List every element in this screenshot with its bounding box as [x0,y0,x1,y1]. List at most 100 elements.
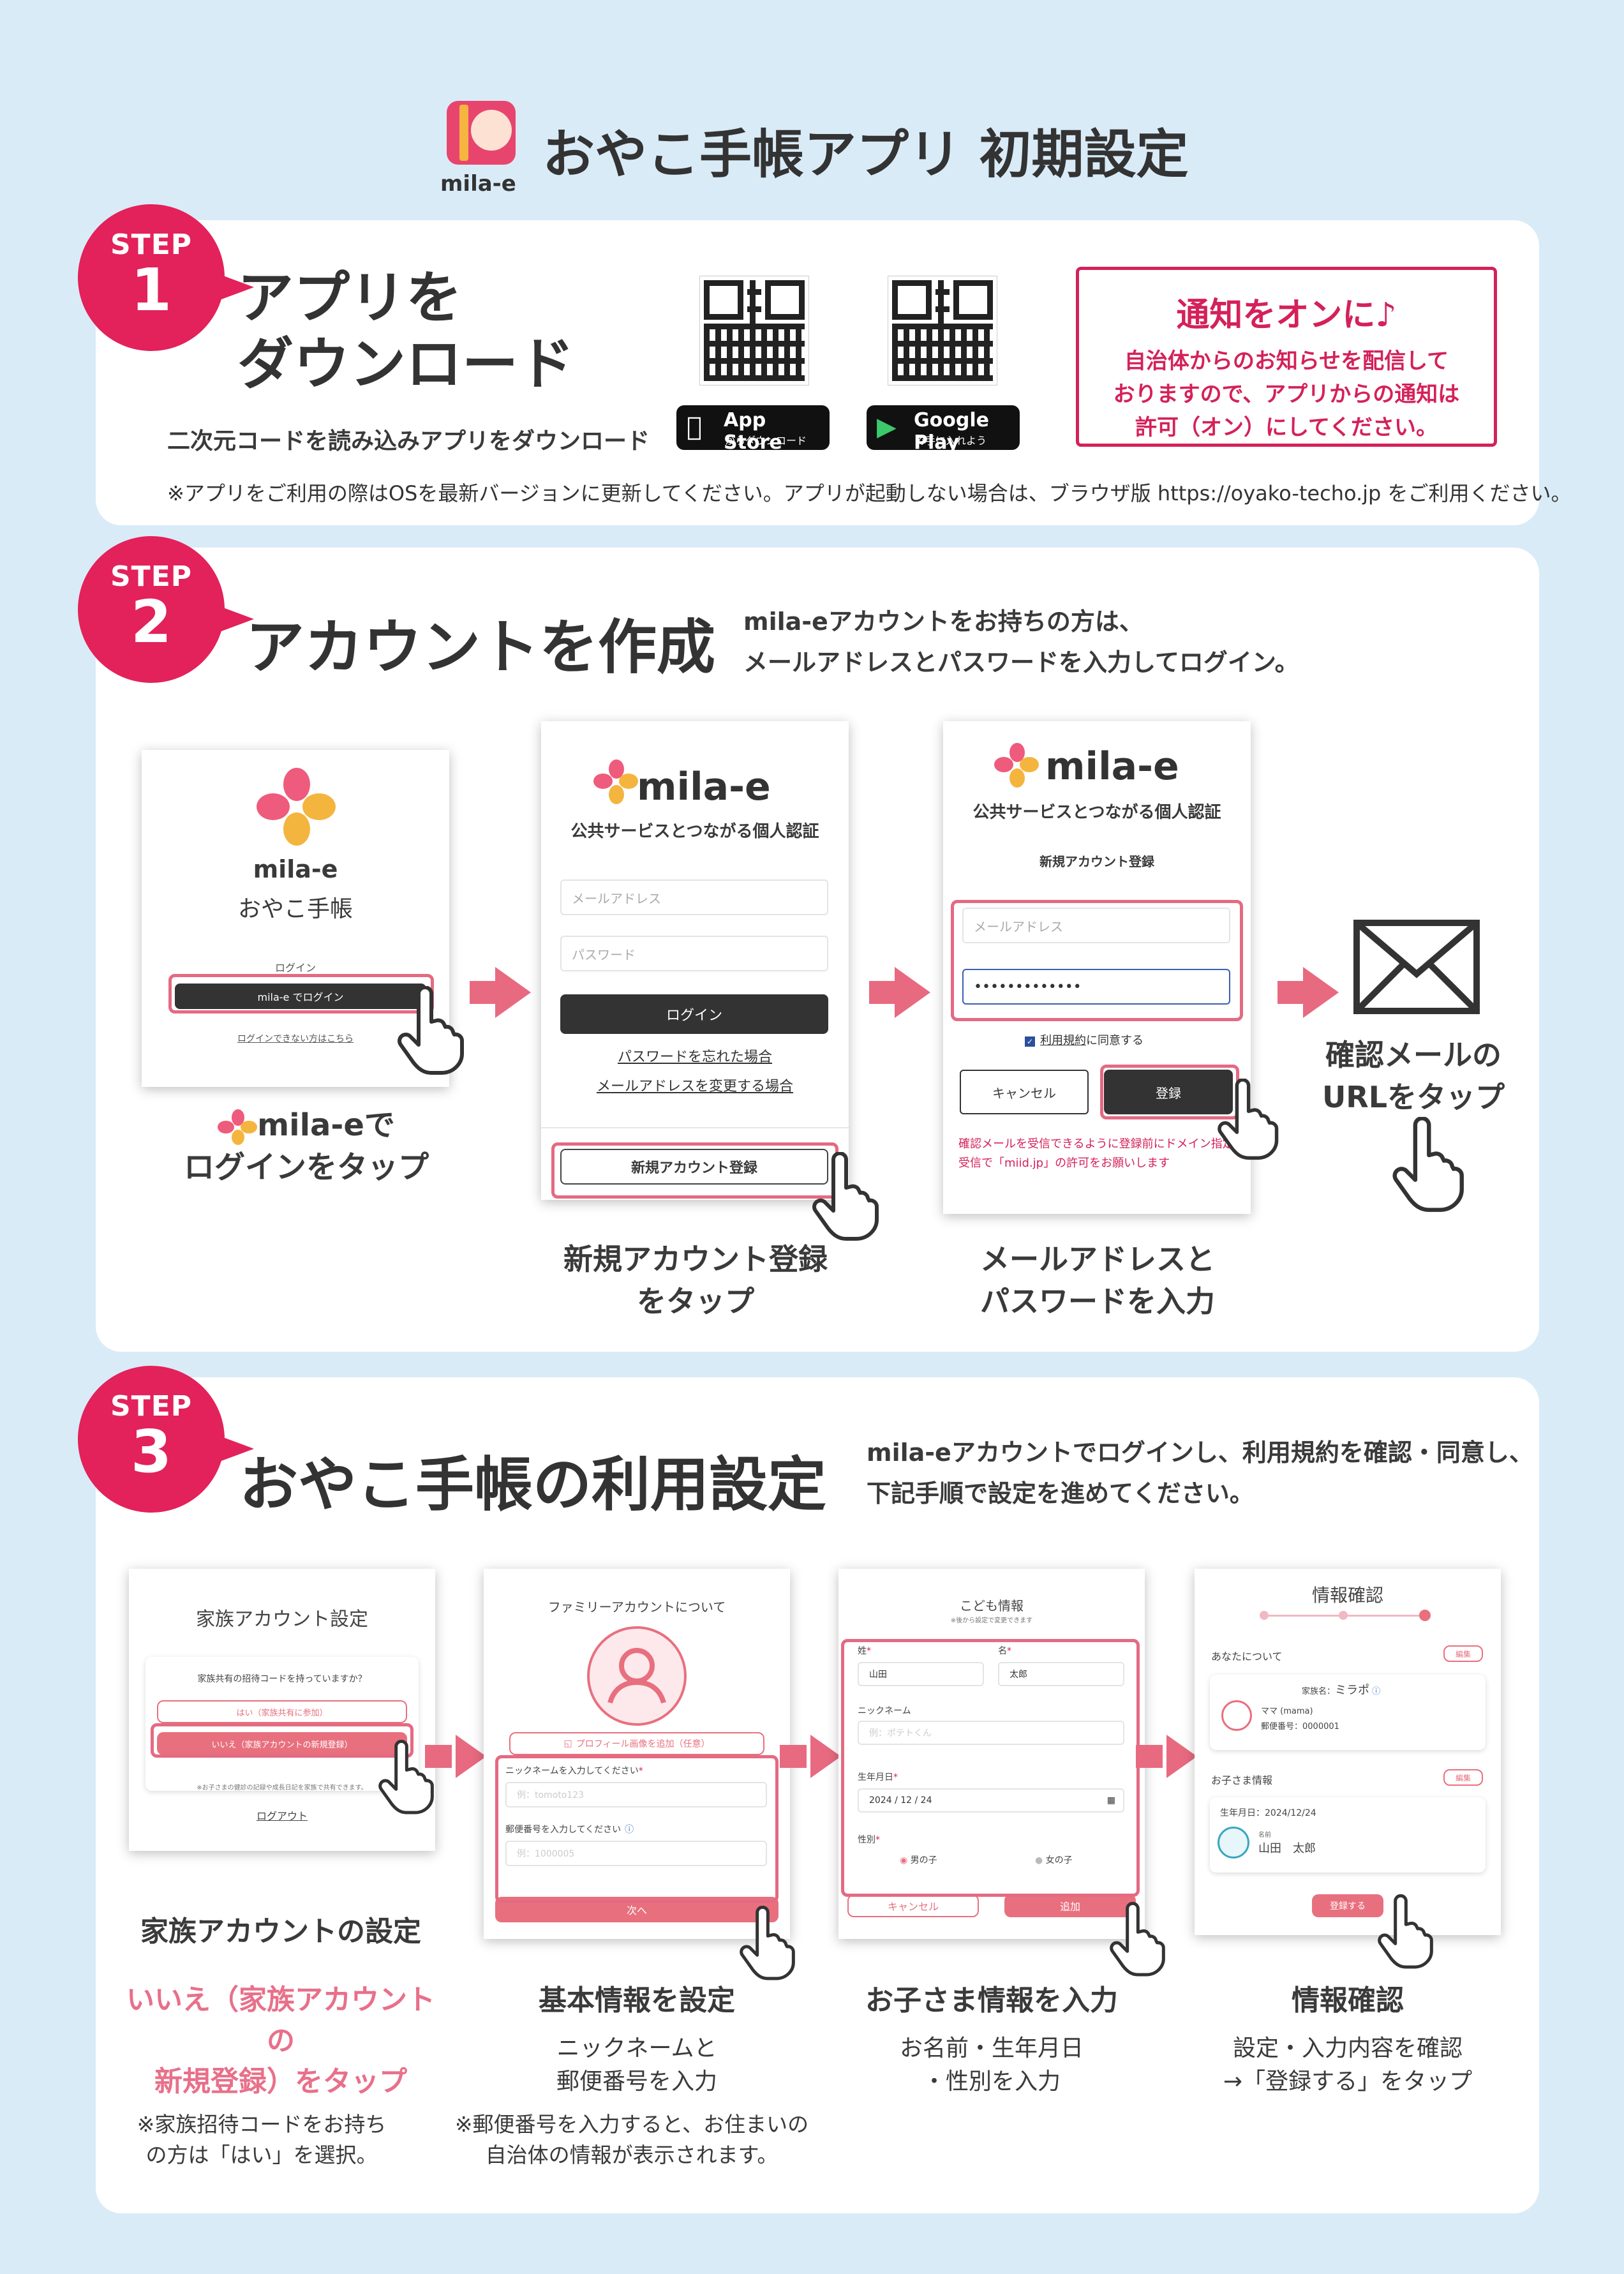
tap-hand-icon [1211,1078,1281,1160]
mila-e-login-button[interactable]: mila-e でログイン [175,984,426,1009]
s4-child-label: お子さま情報 [1211,1774,1273,1786]
s4-role: ママ (mama) [1261,1707,1313,1716]
highlight-child-info [841,1639,1140,1897]
caption-family-action: いいえ（家族アカウントの新規登録）をタップ [126,1984,435,2098]
camera-icon: ◱ [563,1739,572,1749]
screen2-tagline: 公共サービスとつながる個人認証 [570,822,819,841]
progress-dot-active [1419,1610,1431,1621]
s2-nick-input[interactable]: 例：tomoto123 [505,1782,767,1807]
s4-title: 情報確認 [1311,1585,1383,1606]
s1-yes-button[interactable]: はい（家族共有に参加） [157,1700,407,1723]
calendar-icon[interactable]: ▦ [1106,1795,1115,1806]
highlight-credentials [951,900,1243,1021]
play-icon: ▶ [877,412,897,442]
highlight-new-family [151,1723,413,1758]
tap-hand-icon [391,985,467,1075]
s4-edit-about-button[interactable]: 編集 [1443,1645,1483,1662]
s2-zip-input[interactable]: 例：1000005 [505,1841,767,1866]
header-brand: mila-e [440,171,516,197]
screen3-brand: mila-e [1045,744,1179,789]
s4-zip: 郵便番号：0000001 [1261,1722,1339,1732]
caption-confirm-title: 情報確認 [1292,1984,1404,2017]
help-icon[interactable]: ⓘ [1372,1687,1381,1696]
s3-title: こども情報 [960,1598,1024,1613]
s1-logout-link[interactable]: ログアウト [256,1810,308,1822]
new-account-button[interactable]: 新規アカウント登録 [560,1149,828,1185]
s3-boy-radio[interactable]: ◉ 男の子 [900,1855,937,1866]
help-icon[interactable]: ⓘ [625,1825,634,1835]
s4-register-button[interactable]: 登録する [1312,1894,1383,1917]
screen1-app-name: おやこ手帳 [237,896,353,922]
caption-basic-desc: ニックネームと郵便番号を入力 [556,2035,717,2095]
s3-sex-label: 性別* [858,1835,880,1845]
highlight-new-account [551,1142,838,1199]
forgot-password-link[interactable]: パスワードを忘れた場合 [617,1049,772,1065]
mila-e-login-screen: mila-e 公共サービスとつながる個人認証 メールアドレス パスワード ログイ… [541,721,849,1200]
arrow-right-icon [425,1735,486,1778]
password-input[interactable]: パスワード [560,936,828,971]
tap-hand-icon [1385,1116,1468,1213]
login-button[interactable]: ログイン [560,994,828,1034]
s3-cancel-button[interactable]: キャンセル [847,1894,979,1917]
avatar-icon[interactable] [587,1626,687,1726]
register-email-input[interactable]: メールアドレス [962,908,1230,943]
step1-footnote: ※アプリをご利用の際はOSを最新バージョンに更新してください。アプリが起動しない… [167,481,1572,505]
s3-add-button[interactable]: 追加 [1004,1894,1136,1917]
child-info-screen: こども情報 ※後から設定で変更できます 姓* 名* 山田 太郎 ニックネーム 例… [838,1569,1145,1939]
s3-subtitle: ※後から設定で変更できます [950,1617,1033,1624]
register-password-input[interactable]: ••••••••••••• [962,969,1230,1005]
s4-family-name: 家族名：ミラポ ⓘ [1302,1684,1381,1697]
radio-checked-icon: ◉ [900,1855,908,1866]
checkbox-checked-icon: ✓ [1025,1036,1035,1047]
register-button[interactable]: 登録 [1104,1070,1233,1114]
s3-birth-label: 生年月日* [858,1772,898,1783]
step1-title: アプリをダウンロード [237,265,575,397]
caption-child-title: お子さま情報を入力 [865,1984,1118,2017]
domain-warning: 確認メールを受信できるように登録前にドメイン指定受信で「miid.jp」の許可を… [958,1137,1234,1170]
s3-sei-input[interactable]: 山田 [858,1662,984,1686]
screen1-brand: mila-e [253,855,338,883]
baby-face-icon [471,110,512,151]
s3-girl-radio[interactable]: ● 女の子 [1035,1855,1073,1866]
s3-mei-input[interactable]: 太郎 [998,1662,1124,1686]
caption-basic-note: ※郵便番号を入力すると、お住まいの自治体の情報が表示されます。 [454,2112,809,2167]
caption-confirm-desc: 設定・入力内容を確認→「登録する」をタップ [1223,2035,1473,2095]
caption-new-account: 新規アカウント登録をタップ [563,1242,828,1319]
s3-nick-input[interactable]: 例：ポテトくん [858,1721,1124,1745]
s1-no-button[interactable]: いいえ（家族アカウントの新規登録） [157,1732,407,1755]
screen3-tagline: 公共サービスとつながる個人認証 [972,803,1221,822]
login-trouble-link[interactable]: ログインできない方はこちら [237,1034,354,1044]
screen3-heading: 新規アカウント登録 [1039,854,1154,869]
step3-description: mila-eアカウントでログインし、利用規約を確認・同意し、下記手順で設定を進め… [867,1439,1533,1507]
s3-birth-input[interactable]: 2024 / 12 / 24▦ [858,1788,1124,1813]
step1-subtitle: 二次元コードを読み込みアプリをダウンロード [167,428,650,454]
email-input[interactable]: メールアドレス [560,879,828,915]
progress-dot [1260,1611,1269,1620]
terms-checkbox[interactable]: ✓利用規約に同意する [1025,1031,1144,1048]
mila-e-logo-icon [994,743,1039,788]
envelope-icon [1353,919,1480,1017]
s3-nick-label: ニックネーム [858,1706,911,1716]
qr-code-ios[interactable] [699,276,809,385]
s4-edit-child-button[interactable]: 編集 [1443,1769,1483,1786]
step2-title: アカウントを作成 [246,613,716,682]
s2-photo-button[interactable]: ◱プロフィール画像を追加（任意） [509,1732,764,1755]
qr-code-android[interactable] [888,276,997,385]
divider [541,1127,849,1128]
change-email-link[interactable]: メールアドレスを変更する場合 [596,1079,793,1095]
arrow-right-icon [1278,967,1339,1018]
arrow-right-icon [470,967,531,1018]
screen2-brand: mila-e [637,765,771,809]
mila-e-logo-icon [593,759,638,804]
mila-e-logo-icon [218,1109,258,1145]
terms-link[interactable]: 利用規約 [1040,1034,1086,1047]
apple-icon:  [687,413,702,441]
s4-about-label: あなたについて [1211,1650,1283,1663]
s1-question: 家族共有の招待コードを持っていますか？ [197,1674,367,1684]
tap-hand-icon [1104,1901,1168,1977]
cancel-button[interactable]: キャンセル [960,1070,1089,1114]
